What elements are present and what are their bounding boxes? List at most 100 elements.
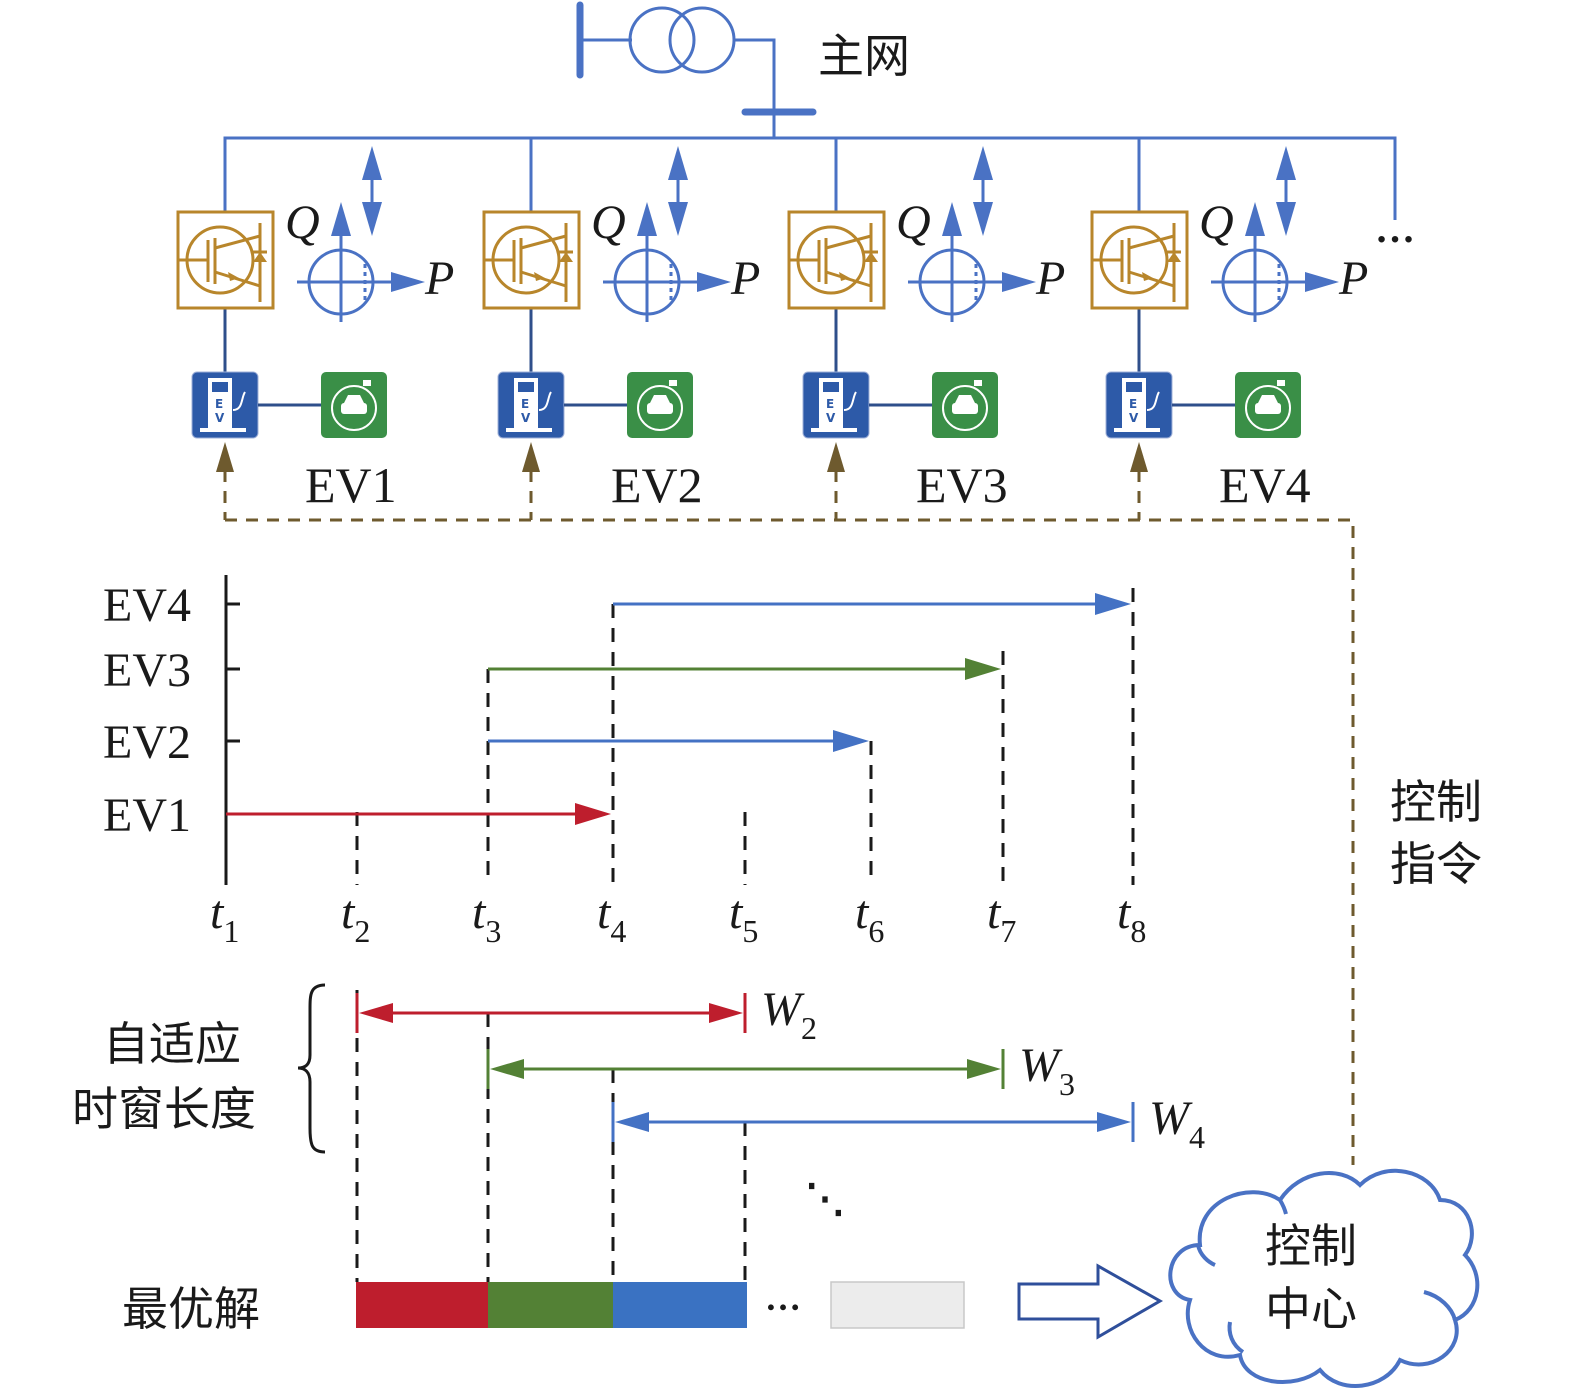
charging-station-icon: EV (1105, 371, 1173, 439)
brace-icon (297, 983, 326, 1154)
double-arrow-down-icon (973, 202, 993, 236)
time-tick-label: t4 (597, 886, 626, 949)
time-tick-label: t8 (1117, 886, 1146, 949)
y-tick-label: EV2 (103, 716, 191, 769)
ev-label: EV2 (611, 457, 703, 513)
q-label: Q (896, 196, 931, 249)
control-dashed-line (225, 518, 1355, 1165)
windows-ellipsis: ⋱ (805, 1176, 845, 1221)
electric-vehicle-icon (321, 372, 387, 438)
svg-text:E: E (215, 397, 223, 411)
p-axis-arrow (1002, 272, 1036, 292)
q-axis-arrow (942, 202, 962, 236)
electric-vehicle-icon (627, 372, 693, 438)
svg-text:E: E (826, 397, 834, 411)
svg-text:E: E (1129, 397, 1137, 411)
double-arrow-up-icon (668, 146, 688, 180)
time-tick-label: t6 (855, 886, 884, 949)
control-center-label-line1: 控制 (1265, 1219, 1357, 1273)
p-label: P (424, 252, 454, 305)
main-grid-label: 主网 (818, 29, 910, 83)
ev-unit-2: Q P EV EV2 (482, 138, 760, 520)
svg-text:V: V (1129, 411, 1139, 425)
interval-arrowhead (833, 730, 869, 752)
time-tick-label: t2 (341, 886, 370, 949)
window-w2: W2 (355, 983, 817, 1046)
window-left-arrowhead (615, 1112, 649, 1132)
control-center-cloud: 控制 中心 (1168, 1168, 1480, 1388)
charging-station-icon: EV (191, 371, 259, 439)
charging-station-icon: EV (802, 371, 870, 439)
control-arrow-icon (216, 442, 234, 472)
p-label: P (1338, 252, 1368, 305)
p-label: P (1035, 252, 1065, 305)
q-label: Q (591, 196, 626, 249)
more-units-ellipsis: … (1375, 206, 1415, 251)
q-axis-arrow (1245, 202, 1265, 236)
control-arrow-icon (827, 442, 845, 472)
p-axis-arrow (1305, 272, 1339, 292)
window-right-arrowhead (967, 1059, 1001, 1079)
svg-text:V: V (826, 411, 836, 425)
transformer-output-line (734, 38, 776, 138)
charging-station-icon: EV (497, 371, 565, 439)
interval-arrowhead (1095, 593, 1131, 615)
window-w4: W4 (611, 1092, 1205, 1155)
double-arrow-down-icon (1276, 202, 1296, 236)
q-label: Q (1199, 196, 1234, 249)
p-axis-arrow (697, 272, 731, 292)
time-tick-label: t3 (472, 886, 501, 949)
y-tick-label: EV1 (103, 789, 191, 842)
window-label: W2 (761, 983, 817, 1046)
solution-segment-3 (613, 1282, 747, 1328)
control-command-label-line1: 控制 (1390, 775, 1482, 829)
window-left-arrowhead (490, 1059, 524, 1079)
double-arrow-down-icon (362, 202, 382, 236)
window-label: W4 (1149, 1092, 1205, 1155)
interval-arrowhead (575, 803, 611, 825)
time-tick-label: t1 (210, 886, 239, 949)
q-axis-arrow (637, 202, 657, 236)
svg-text:E: E (521, 397, 529, 411)
transformer-icon (628, 6, 736, 74)
window-right-arrowhead (1097, 1112, 1131, 1132)
optimal-solution-bar (356, 1281, 965, 1329)
control-center-label-line2: 中心 (1265, 1282, 1357, 1336)
cloud-icon (1168, 1168, 1480, 1388)
converter-igbt-icon (482, 210, 581, 310)
control-arrow-icon (1130, 442, 1148, 472)
optimal-solution-label: 最优解 (122, 1282, 260, 1336)
y-tick-label: EV4 (103, 579, 191, 632)
send-to-control-arrow-icon (1017, 1263, 1164, 1340)
time-tick-label: t5 (729, 886, 758, 949)
pq-capability-icon (603, 202, 731, 322)
solution-segment-empty (830, 1281, 965, 1329)
q-axis-arrow (331, 202, 351, 236)
electric-vehicle-icon (932, 372, 998, 438)
control-command-path (225, 518, 1355, 1165)
double-arrow-up-icon (1276, 146, 1296, 180)
window-left-arrowhead (359, 1003, 393, 1023)
window-w3: W3 (486, 1039, 1075, 1102)
ev-unit-4: Q P EV EV4 (1090, 138, 1368, 520)
main-grid-source: 主网 (576, 1, 910, 138)
p-axis-arrow (391, 272, 425, 292)
double-arrow-up-icon (973, 146, 993, 180)
ev-label: EV1 (305, 457, 397, 513)
time-tick-label: t7 (987, 886, 1016, 949)
ev-label: EV4 (1219, 457, 1311, 513)
control-arrow-icon (522, 442, 540, 472)
window-label-line1: 自适应 (103, 1017, 241, 1071)
window-label: W3 (1019, 1039, 1075, 1102)
window-label-line2: 时窗长度 (72, 1082, 256, 1136)
svg-text:V: V (215, 411, 225, 425)
solution-segment-2 (488, 1282, 613, 1328)
pq-capability-icon (1211, 202, 1339, 322)
converter-igbt-icon (1090, 210, 1189, 310)
p-label: P (730, 252, 760, 305)
